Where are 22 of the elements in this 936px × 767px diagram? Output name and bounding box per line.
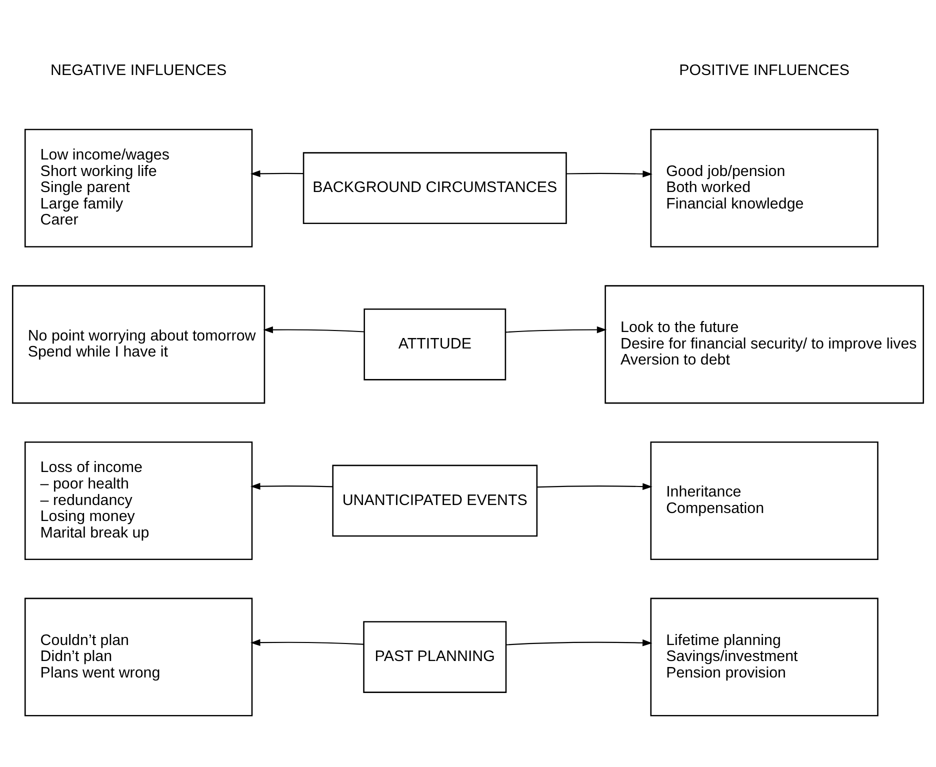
node-box: Good job/pension Both worked Financial knowledge	[650, 128, 878, 248]
node-box: UNANTICIPATED EVENTS	[332, 464, 538, 537]
node-box: Lifetime planning Savings/investment Pension provision	[650, 598, 878, 716]
node-box: No point worrying about tomorrow Spend while I have it	[12, 285, 266, 404]
node-box: Low income/wages Short working life Single parent Large family Carer	[24, 128, 253, 248]
label: NEGATIVE INFLUENCES	[50, 62, 227, 79]
arrow	[250, 639, 364, 646]
node-box: BACKGROUND CIRCUMSTANCES	[302, 152, 567, 224]
node-box: Inheritance Compensation	[650, 441, 878, 560]
node-box: ATTITUDE	[364, 308, 506, 380]
arrow	[263, 326, 364, 334]
arrow	[250, 482, 332, 490]
arrow	[506, 326, 607, 334]
label: POSITIVE INFLUENCES	[679, 62, 850, 79]
node-box: Couldn’t plan Didn’t plan Plans went wrong	[24, 598, 253, 716]
arrow	[506, 639, 652, 646]
arrow	[250, 170, 304, 178]
arrow	[537, 483, 652, 490]
node-box: Loss of income – poor health – redundancy Losing money Marital break up	[24, 441, 253, 560]
arrow	[566, 170, 652, 178]
node-box: PAST PLANNING	[363, 621, 507, 693]
node-box: Look to the future Desire for financial security/ to improve lives Aversion to debt	[604, 285, 924, 404]
